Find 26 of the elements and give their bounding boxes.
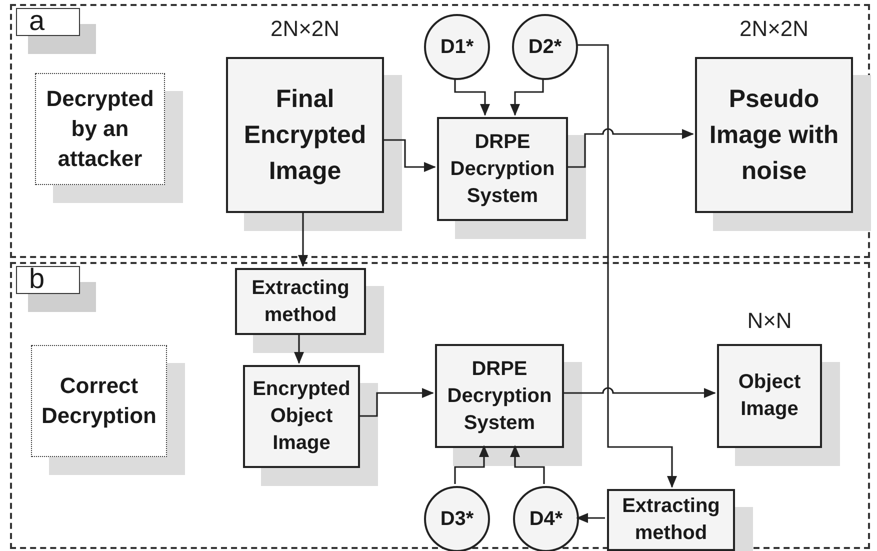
arrow xyxy=(562,387,716,398)
arrow xyxy=(454,78,490,116)
arrow xyxy=(358,388,434,417)
dashed-panel xyxy=(10,4,870,258)
text-box: Correct Decryption xyxy=(31,345,167,457)
process-box: Extracting method xyxy=(607,489,735,551)
arrow xyxy=(576,44,677,488)
arrow xyxy=(454,445,489,484)
process-box: Encrypted Object Image xyxy=(243,365,360,468)
arrow xyxy=(510,78,544,116)
size-label: 2N×2N xyxy=(739,15,809,43)
dashed-panel xyxy=(10,262,870,549)
arrow xyxy=(382,139,436,172)
process-box: DRPE Decryption System xyxy=(435,344,564,448)
process-box: Extracting method xyxy=(235,268,366,335)
arrow xyxy=(510,445,545,484)
process-box: DRPE Decryption System xyxy=(437,117,568,221)
arrow xyxy=(298,211,308,267)
arrow xyxy=(576,513,605,523)
size-label: N×N xyxy=(747,307,792,334)
panel-tag: b xyxy=(16,266,80,294)
size-label: 2N×2N xyxy=(270,15,340,43)
text-box: Decrypted by an attacker xyxy=(35,73,165,185)
panel-tag: a xyxy=(16,8,80,36)
arrow xyxy=(294,333,304,364)
arrow xyxy=(566,128,694,168)
